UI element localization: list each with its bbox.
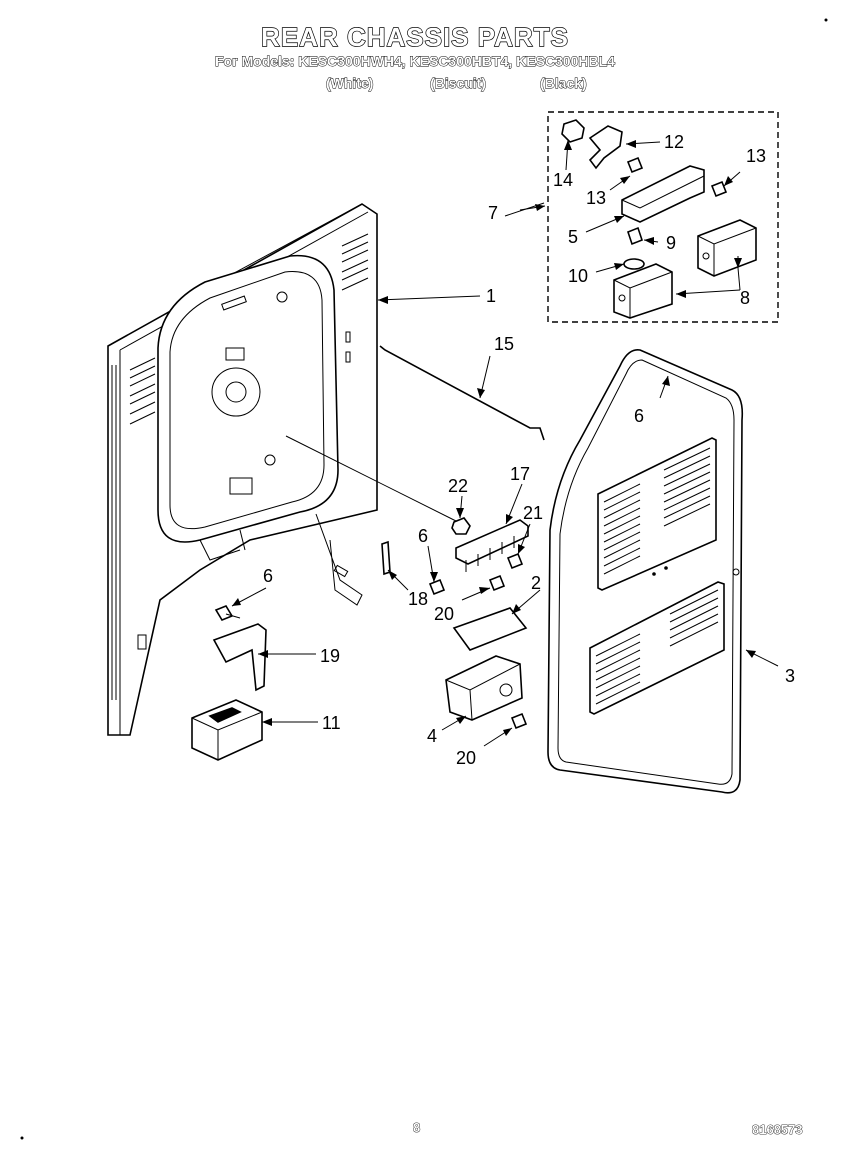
part-11-block: [191, 699, 263, 761]
part-9-screw: [627, 226, 643, 246]
part-18-clip: [381, 540, 391, 576]
page-number: 8: [413, 1120, 421, 1136]
callout-12: 12: [664, 132, 684, 152]
callout-6-left: 6: [263, 566, 273, 586]
callout-9: 9: [666, 233, 676, 253]
part-5-bracket: [621, 165, 705, 223]
callout-2: 2: [531, 573, 541, 593]
callout-14: 14: [553, 170, 573, 190]
color-biscuit-label: (Biscuit): [430, 75, 487, 92]
callout-22: 22: [448, 476, 468, 496]
arrowheads: [232, 140, 756, 736]
callout-11: 11: [322, 713, 341, 733]
callout-17: 17: [510, 464, 530, 484]
part-19-bracket: [212, 623, 267, 692]
part-3-rear-panel: [547, 349, 744, 794]
callout-13-right: 13: [746, 146, 766, 166]
callout-5: 5: [568, 227, 578, 247]
callout-4: 4: [427, 726, 437, 746]
part-8-block-b: [613, 263, 673, 319]
part-2-plate: [452, 607, 528, 651]
callout-20-lower: 20: [456, 748, 476, 768]
models-line: For Models: KESC300HWH4, KESC300HBT4, KE…: [215, 53, 616, 70]
callout-20-upper: 20: [434, 604, 454, 624]
part-14-nut: [561, 119, 585, 143]
part-10-washer: [623, 258, 645, 270]
callout-10: 10: [568, 266, 588, 286]
part-12-clip: [588, 125, 623, 170]
part-17-terminal-block: [455, 519, 529, 572]
part-4-bracket: [445, 655, 523, 721]
part-22-nut: [451, 517, 471, 535]
callout-19: 19: [320, 646, 340, 666]
callout-15: 15: [494, 334, 514, 354]
callout-13-left: 13: [586, 188, 606, 208]
callout-6-panel: 6: [634, 406, 644, 426]
part-number: 8168573: [752, 1122, 803, 1138]
callout-8: 8: [740, 288, 750, 308]
part-13-screw-a: [626, 156, 644, 174]
part-7-group-box: [547, 111, 779, 323]
part-20-screw-a: [488, 574, 506, 592]
callout-18: 18: [408, 589, 428, 609]
rear-chassis-panel: [107, 203, 459, 736]
part-13-screw-b: [710, 180, 728, 198]
part-6-screw-mid: [428, 578, 446, 596]
callout-21: 21: [523, 503, 543, 523]
callout-6-mid: 6: [418, 526, 428, 546]
color-black-label: (Black): [540, 75, 588, 92]
part-6-screw-left: [214, 605, 241, 621]
page-title: REAR CHASSIS PARTS: [260, 21, 569, 52]
part-8-block-a: [697, 219, 757, 277]
callout-7: 7: [488, 203, 498, 223]
part-15-rod: [379, 345, 545, 441]
color-white-label: (White): [326, 75, 374, 92]
part-20-screw-b: [510, 712, 528, 730]
part-21-screw: [506, 552, 524, 570]
callout-1: 1: [486, 286, 496, 306]
callout-3: 3: [785, 666, 795, 686]
